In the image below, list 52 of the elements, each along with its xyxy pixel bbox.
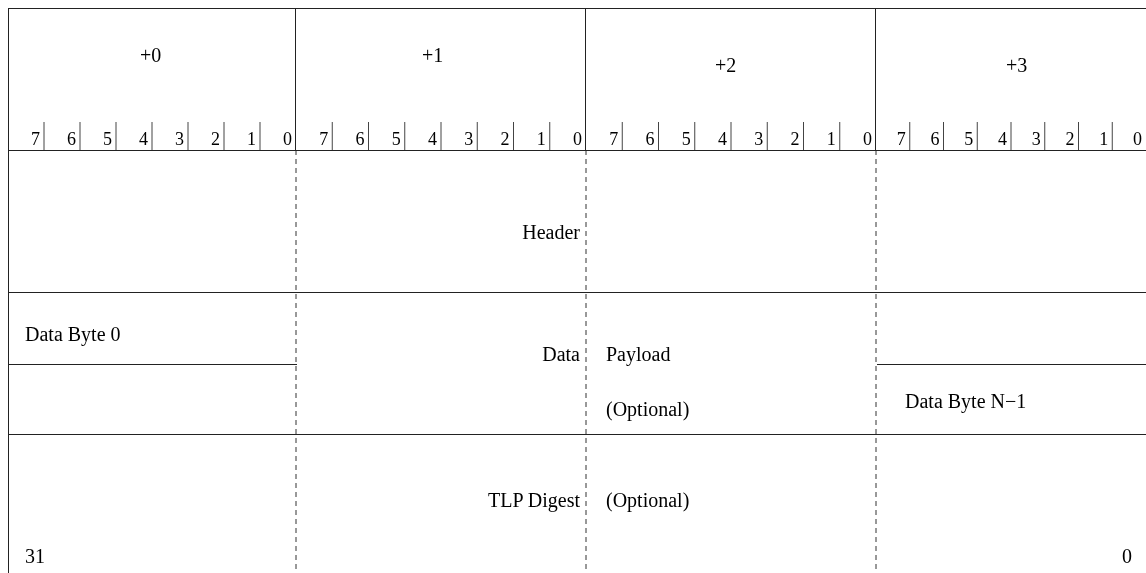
- field-label: Header: [522, 220, 580, 244]
- bit-number: 31: [25, 544, 45, 568]
- bit-number: 0: [573, 129, 582, 149]
- bit-number: 0: [863, 129, 872, 149]
- bit-number: 2: [500, 129, 510, 149]
- byte-offset-cell: [8, 8, 296, 151]
- bit-number: 5: [103, 129, 112, 149]
- field-label: Data Byte 0: [25, 322, 121, 346]
- bit-number: 6: [355, 129, 365, 149]
- byte-offset-cell: [586, 8, 876, 151]
- bit-number: 2: [790, 129, 800, 149]
- bit-number: 5: [964, 129, 974, 149]
- bit-number: 6: [930, 129, 940, 149]
- bit-number: 7: [319, 129, 329, 149]
- field-label: TLP Digest: [487, 488, 580, 512]
- bit-number: 1: [826, 129, 836, 149]
- field-label: +3: [1006, 53, 1028, 77]
- bit-number: 5: [391, 129, 401, 149]
- bit-number: 3: [754, 129, 764, 149]
- bit-number: 3: [1031, 129, 1041, 149]
- bit-number: 6: [645, 129, 655, 149]
- bit-number: 7: [609, 129, 619, 149]
- field-row: [8, 150, 1146, 293]
- bit-number: 1: [1099, 129, 1109, 149]
- bit-number: 0: [1122, 544, 1132, 568]
- bit-number: 0: [283, 129, 292, 149]
- bit-number: 6: [67, 129, 76, 149]
- field-label: (Optional): [606, 397, 690, 421]
- field-label: +2: [715, 53, 737, 77]
- byte-offset-cell: [876, 8, 1146, 151]
- bit-number: 4: [998, 129, 1007, 149]
- bit-number: 2: [211, 129, 220, 149]
- field-row: [8, 292, 1146, 435]
- bit-number: 4: [428, 129, 437, 149]
- bit-number: 7: [896, 129, 906, 149]
- bit-number: 3: [175, 129, 184, 149]
- field-label: Data Byte N−1: [905, 389, 1027, 413]
- field-label: +1: [422, 43, 444, 67]
- bit-number: 7: [31, 129, 40, 149]
- field-label: Data: [542, 342, 580, 366]
- field-label: Payload: [606, 342, 671, 366]
- byte-offset-cell: [296, 8, 586, 151]
- field-label: +0: [140, 43, 162, 67]
- bit-number: 0: [1133, 129, 1142, 149]
- bit-number: 3: [464, 129, 474, 149]
- bit-number: 1: [536, 129, 546, 149]
- field-label: (Optional): [606, 488, 690, 512]
- bit-number: 2: [1065, 129, 1075, 149]
- bit-number: 4: [718, 129, 727, 149]
- bit-number: 4: [139, 129, 148, 149]
- bit-number: 5: [681, 129, 691, 149]
- bit-number: 1: [247, 129, 256, 149]
